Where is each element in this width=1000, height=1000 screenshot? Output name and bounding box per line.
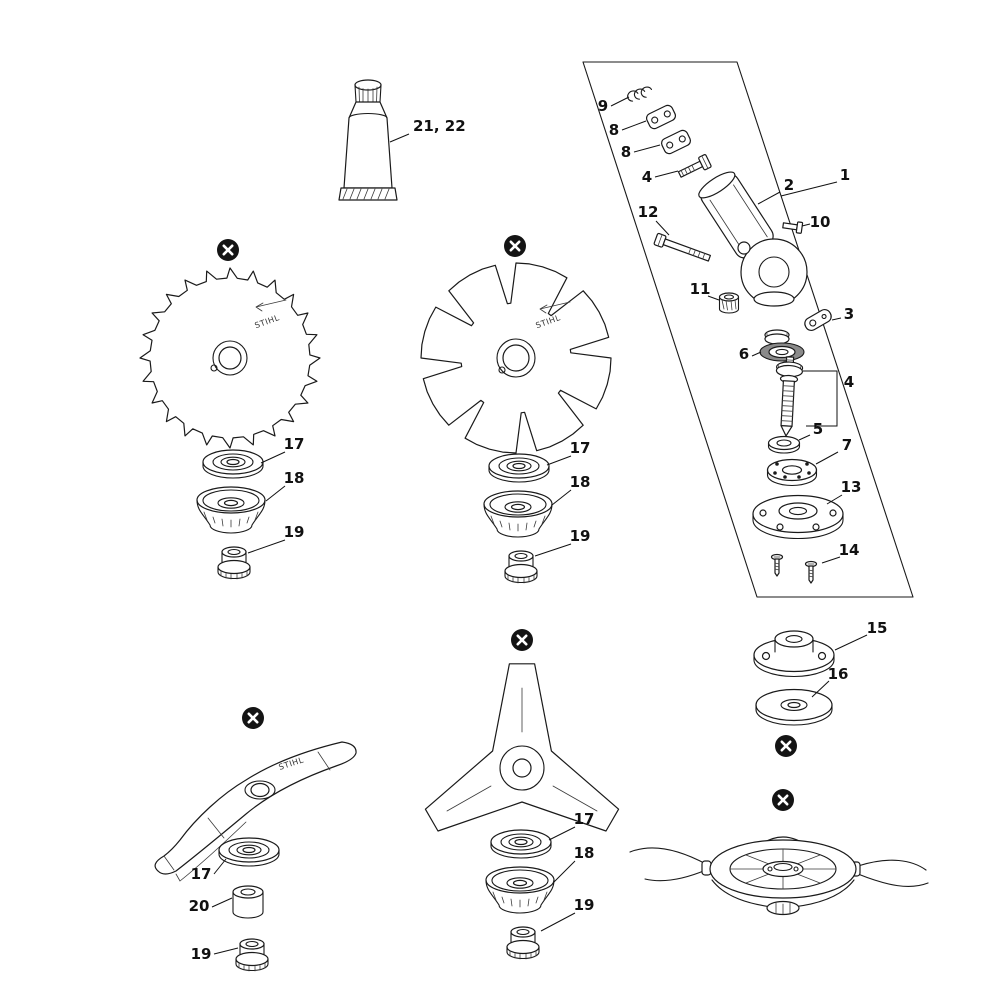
x-marker-icon [502, 233, 528, 259]
collar-nut [217, 546, 251, 580]
collar-nut [506, 926, 540, 960]
part-label-19: 19 [284, 523, 305, 541]
ball-bearing [766, 458, 818, 487]
mowing-head [629, 836, 929, 916]
knife-fixing-stack: 17 18 19 [485, 810, 595, 960]
part-label-15: 15 [867, 619, 888, 637]
trimmer-line [857, 873, 929, 887]
leader-lines-knife-stack [540, 826, 576, 932]
part-label-1: 1 [840, 166, 850, 184]
circular-saw-blade: STIHL [139, 267, 321, 449]
grass-cutting-blade: STIHL [420, 262, 612, 454]
collar-nut [235, 938, 269, 972]
part-label-8a: 8 [609, 121, 619, 139]
leader-lines-shredder-stack [211, 858, 239, 955]
part-label-12: 12 [638, 203, 659, 221]
part-label-17: 17 [284, 435, 305, 453]
part-label-7: 7 [842, 436, 852, 454]
gearhead-housing [698, 171, 808, 307]
spokes [729, 848, 837, 890]
part-label-11: 11 [690, 280, 711, 298]
x-marker-icon [509, 627, 535, 653]
leader-lines-grass-stack [534, 455, 572, 557]
rotor-plate [752, 494, 844, 540]
x-marker-icon [240, 705, 266, 731]
part-label-5: 5 [813, 420, 823, 438]
gearhead-assembly: 9 8 8 4 2 1 12 10 11 3 6 4 5 7 13 14 [389, 61, 914, 598]
collar-nut-small [718, 292, 740, 314]
brush-knife-blade [424, 663, 620, 832]
pinion-gear-bearing [759, 329, 805, 362]
rotation-arrow-icon [539, 301, 571, 314]
part-label-19: 19 [570, 527, 591, 545]
part-label-20: 20 [189, 897, 210, 915]
clamp-shell-b [660, 129, 692, 155]
part-label-4-shaft: 4 [844, 373, 854, 391]
rotation-arrow-icon [255, 299, 287, 312]
grease-tube [338, 79, 398, 201]
part-label-13: 13 [841, 478, 862, 496]
part-label-8b: 8 [621, 143, 631, 161]
support-cup [483, 490, 553, 538]
retainer-clip [804, 308, 832, 332]
part-label-17: 17 [574, 810, 595, 828]
part-label-10: 10 [810, 213, 831, 231]
part-label-14: 14 [839, 541, 860, 559]
support-cup [196, 486, 266, 534]
leader-lines-saw-stack [247, 451, 286, 554]
thrust-plate [753, 630, 835, 678]
part-label-3: 3 [844, 305, 854, 323]
part-label-18: 18 [574, 844, 595, 862]
leader-lines-right-stack [811, 634, 868, 698]
fixing-screws [770, 553, 818, 584]
spacer-sleeve [232, 885, 264, 919]
part-label-4-bolt: 4 [642, 168, 652, 186]
leader-lines-gearhead [389, 96, 843, 564]
part-label-19: 19 [191, 945, 212, 963]
clamp-shell-a [645, 104, 677, 130]
cover-disc [755, 688, 833, 726]
grass-blade-fixing-stack: 17 18 19 [483, 439, 591, 584]
pressure-washer [202, 449, 264, 479]
shredder-blade: STIHL [154, 741, 357, 882]
part-label-21-22: 21, 22 [413, 117, 466, 135]
mounting-bolt [677, 154, 712, 178]
part-label-18: 18 [570, 473, 591, 491]
trimmer-line [629, 847, 707, 865]
set-screw [782, 221, 804, 234]
spring-washer [627, 86, 653, 102]
part-label-9: 9 [598, 97, 608, 115]
support-cup [485, 866, 555, 914]
part-label-6: 6 [739, 345, 749, 363]
saw-blade-fixing-stack: 17 18 19 [196, 435, 305, 580]
pressure-washer [218, 837, 280, 867]
x-marker-icon [770, 787, 796, 813]
part-label-17: 17 [570, 439, 591, 457]
output-shaft [775, 356, 804, 437]
part-label-16: 16 [828, 665, 849, 683]
thrust-washer [767, 435, 801, 454]
collar-nut [504, 550, 538, 584]
part-label-18: 18 [284, 469, 305, 487]
trimmer-line [644, 869, 707, 882]
shredder-fixing-stack: 17 20 19 [189, 837, 280, 972]
x-marker-icon [773, 733, 799, 759]
long-bolt [653, 232, 711, 262]
x-marker-icon [215, 237, 241, 263]
part-label-19: 19 [574, 896, 595, 914]
gearhead-box-frame [582, 61, 914, 598]
part-label-17: 17 [191, 865, 212, 883]
trimmer-line [857, 859, 927, 871]
part-label-2: 2 [784, 176, 794, 194]
pressure-washer [490, 829, 552, 859]
pressure-washer [488, 453, 550, 483]
